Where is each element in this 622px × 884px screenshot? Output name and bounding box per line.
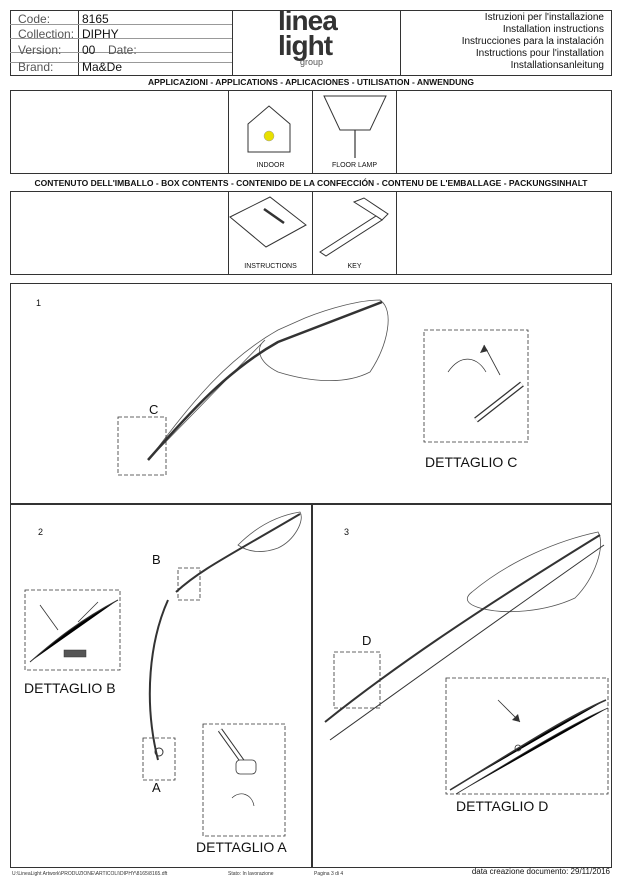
code-value: 8165 (82, 12, 109, 26)
header-divider-mid (232, 10, 233, 76)
contents-frame (10, 191, 612, 275)
footer-status: Stato: In lavorazione (228, 871, 274, 877)
instructions-es: Instrucciones para la instalación (461, 36, 604, 47)
header-row-line (10, 52, 232, 53)
detail-b-label: DETTAGLIO B (24, 680, 116, 696)
detail-d-label: DETTAGLIO D (456, 798, 549, 814)
key-caption: KEY (347, 263, 362, 270)
callout-b: B (152, 552, 161, 567)
allen-key-icon (319, 197, 389, 257)
instructions-en: Installation instructions (502, 24, 604, 35)
logo-line3: group (300, 57, 324, 67)
contents-title: CONTENUTO DELL'IMBALLO - BOX CONTENTS - … (34, 178, 588, 188)
header-divider-left (78, 10, 79, 76)
box-cell-divider (396, 191, 397, 275)
brand-value: Ma&De (82, 60, 123, 74)
box-cell-divider (312, 191, 313, 275)
app-cell-divider (396, 90, 397, 174)
floor-lamp-icon (323, 95, 387, 158)
instructions-fr: Instructions pour l'installation (475, 48, 604, 59)
detail-c-label: DETTAGLIO C (425, 454, 518, 470)
instructions-de: Installationsanleitung (510, 60, 604, 71)
footer-path: U:\LineaLight Artwork\PRODUZIONE\ARTICOL… (12, 871, 168, 877)
footer-page: Pagina 3 di 4 (314, 871, 344, 877)
step1-panel (10, 283, 612, 504)
footer-created: data creazione documento: 29/11/2016 (471, 867, 610, 876)
collection-label: Collection: (18, 27, 75, 41)
version-value: 00 (82, 43, 96, 57)
collection-value: DIPHY (82, 27, 119, 41)
logo-line2: light (278, 30, 333, 61)
detail-a-label: DETTAGLIO A (196, 839, 287, 855)
instructions-it: Istruzioni per l'installazione (484, 12, 604, 23)
callout-d: D (362, 633, 372, 648)
header-row-line (10, 38, 232, 39)
date-label: Date: (108, 43, 137, 57)
app-cell-divider (312, 90, 313, 174)
brand-label: Brand: (18, 60, 54, 74)
instructions-caption: INSTRUCTIONS (244, 263, 297, 270)
floor-lamp-caption: FLOOR LAMP (331, 162, 378, 169)
header-frame (10, 10, 612, 76)
callout-a: A (152, 780, 161, 795)
box-cell-divider (228, 191, 229, 275)
code-label: Code: (18, 12, 51, 26)
house-indoor-icon (247, 105, 291, 153)
header-row-line (10, 24, 232, 25)
step3-panel (312, 504, 612, 868)
logo-line1: linea (278, 5, 338, 36)
brand-logo: linea light group (278, 5, 358, 76)
step3-number: 3 (344, 527, 350, 537)
step2-panel (10, 504, 312, 868)
version-label: Version: (18, 43, 62, 57)
header-row-line (10, 62, 232, 63)
instruction-sheet-icon (229, 196, 307, 248)
header-divider-right (400, 10, 401, 76)
step2-number: 2 (38, 527, 44, 537)
callout-c: C (149, 402, 159, 417)
indoor-caption: INDOOR (256, 162, 285, 169)
applications-title: APPLICAZIONI - APPLICATIONS - APLICACION… (148, 77, 474, 87)
step1-number: 1 (36, 298, 42, 308)
app-cell-divider (228, 90, 229, 174)
applications-frame (10, 90, 612, 174)
